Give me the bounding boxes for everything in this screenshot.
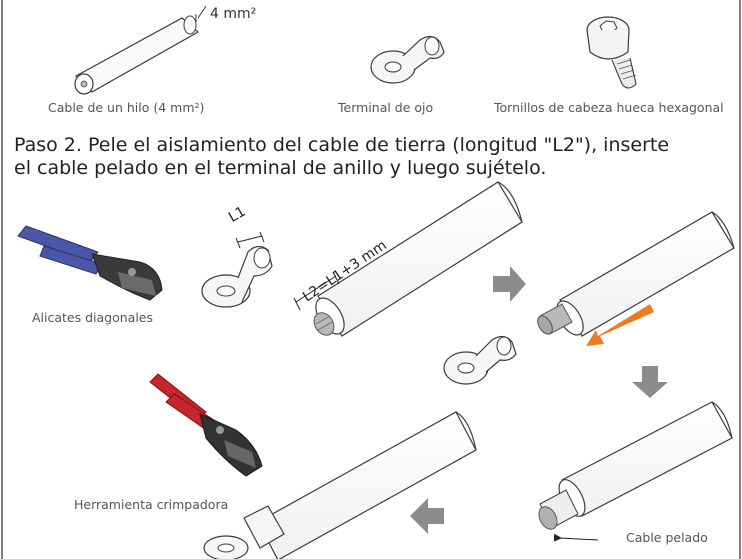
cable-size-label: 4 mm² <box>210 6 257 22</box>
screws-label: Tornillos de cabeza hueca hexagonal <box>494 100 724 115</box>
insert-arrow-orange-icon <box>586 304 654 346</box>
step-arrow-left-icon <box>410 498 444 534</box>
cable-crimped-illustration <box>203 411 477 559</box>
step-arrow-down-icon <box>632 366 668 398</box>
pliers-label: Alicates diagonales <box>32 310 154 325</box>
cable-inserted-illustration <box>538 401 733 542</box>
single-wire-cable-illustration <box>74 5 207 95</box>
ring-terminal-l1-illustration <box>201 231 273 308</box>
ring-terminal-middle-illustration <box>443 335 517 385</box>
stripped-label: Cable pelado <box>626 530 708 545</box>
eye-terminal-label: Terminal de ojo <box>338 100 434 115</box>
step-line-1: Paso 2. Pele el aislamiento del cable de… <box>14 134 670 156</box>
cable-label: Cable de un hilo (4 mm²) <box>48 100 205 115</box>
crimping-tool-illustration <box>149 373 263 477</box>
step-arrow-right-icon <box>493 266 526 302</box>
step-line-2: el cable pelado en el terminal de anillo… <box>14 157 547 179</box>
cable-l2-illustration <box>293 181 523 337</box>
diagonal-pliers-illustration <box>17 225 163 301</box>
cable-stripped-top-illustration <box>537 211 735 337</box>
crimper-label: Herramienta crimpadora <box>74 497 229 512</box>
hex-socket-screw-illustration <box>586 16 637 89</box>
step-instruction: Paso 2. Pele el aislamiento del cable de… <box>14 134 734 180</box>
eye-terminal-illustration <box>370 35 445 84</box>
